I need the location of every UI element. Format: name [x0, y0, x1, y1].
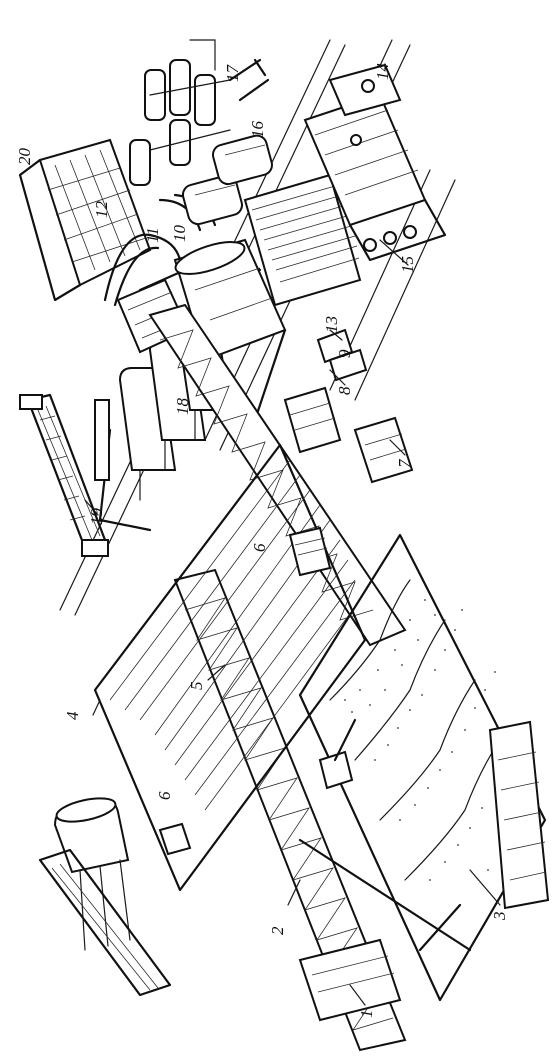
callout-8: 8 — [335, 386, 354, 395]
callout-4: 4 — [63, 711, 82, 720]
callout-10: 10 — [170, 225, 189, 243]
callout-leaders — [84, 239, 501, 1006]
quarry-pit — [298, 533, 547, 1002]
callout-1: 1 — [357, 1010, 376, 1019]
long-hall-5 — [93, 443, 367, 892]
callout-6a: 6 — [155, 791, 174, 800]
heater-row-17 — [129, 39, 270, 186]
callout-16: 16 — [248, 121, 267, 139]
callout-13: 13 — [322, 316, 341, 333]
callout-19: 19 — [87, 508, 106, 526]
callout-14: 14 — [373, 63, 392, 81]
unit-7 — [353, 416, 414, 484]
excavator-3 — [318, 718, 462, 952]
unit-14 — [328, 63, 402, 146]
shed-6-lower — [158, 822, 192, 856]
callout-9: 9 — [335, 349, 354, 358]
gantry-bridge — [298, 720, 550, 952]
callout-3: 3 — [490, 912, 509, 922]
callout-6b: 6 — [250, 543, 269, 552]
vessel-16 — [181, 134, 273, 226]
callout-2: 2 — [268, 926, 287, 935]
callout-11: 11 — [143, 227, 162, 243]
callout-17: 17 — [223, 64, 242, 83]
conveyor-19 — [19, 393, 109, 557]
callout-12: 12 — [92, 201, 111, 219]
carriage-1 — [298, 938, 402, 1022]
unit-8 — [283, 386, 342, 454]
callout-labels: 1 2 3 4 5 6 6 7 8 9 10 11 12 13 14 15 16… — [15, 63, 509, 1019]
callout-5: 5 — [187, 682, 206, 691]
shed-6-upper — [288, 526, 332, 577]
grate-unit-13 — [243, 173, 362, 307]
callout-7: 7 — [395, 458, 414, 468]
callout-18: 18 — [173, 398, 192, 416]
unit-9 — [316, 328, 368, 382]
lower-left-conveyor — [38, 848, 172, 997]
callout-20: 20 — [15, 148, 34, 166]
